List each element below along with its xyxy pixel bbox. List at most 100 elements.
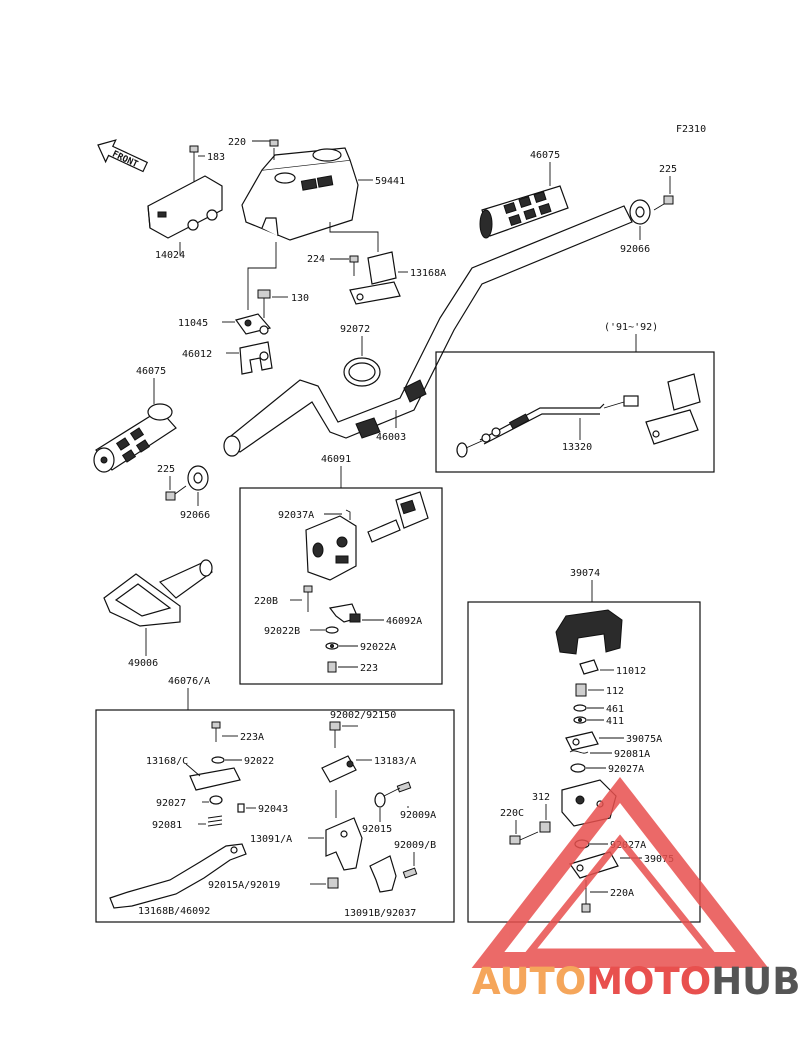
label-92072: 92072 (340, 324, 370, 335)
holder-46012 (239, 341, 273, 375)
washer-92015 (374, 792, 386, 808)
label-220C: 220C (500, 808, 524, 819)
label-46076A: 46076/A (168, 676, 210, 687)
label-461: 461 (606, 704, 624, 715)
grip-left-46075 (93, 403, 177, 473)
cover-39074 (555, 609, 623, 655)
lever-box-46076A (95, 709, 455, 923)
screw-220C (509, 831, 539, 845)
label-130: 130 (291, 293, 309, 304)
label-39075A: 39075A (626, 734, 662, 745)
label-13183A: 13183/A (374, 756, 416, 767)
label-92037A: 92037A (278, 510, 314, 521)
label-112: 112 (606, 686, 624, 697)
collar-92027A-1 (570, 763, 586, 773)
bolt-183 (189, 145, 199, 182)
label-183: 183 (207, 152, 225, 163)
screw-225-left (165, 485, 187, 501)
holder-13091A (325, 817, 363, 871)
screw-223 (327, 661, 337, 673)
cable-13320 (456, 403, 605, 458)
guard-49006 (103, 559, 213, 627)
switch-13168A (349, 251, 401, 305)
washer-11045 (235, 313, 272, 335)
washer-461 (573, 704, 587, 712)
label-13168C: 13168/C (146, 756, 188, 767)
label-92027A-1: 92027A (608, 764, 644, 775)
screw-220B (303, 585, 313, 612)
label-92081A: 92081A (614, 749, 650, 760)
label-312: 312 (532, 792, 550, 803)
year-range-label: ('91~'92) (604, 322, 658, 333)
label-220A: 220A (610, 888, 634, 899)
label-14024: 14024 (155, 250, 185, 261)
watermark-text: AUTOMOTOHUB (472, 960, 800, 1003)
nut-92015A (327, 877, 339, 889)
washer-92022 (211, 756, 225, 764)
watermark-part-hub: HUB (711, 960, 800, 1003)
nut-312 (539, 821, 551, 833)
watermark-part-moto: MOTO (586, 960, 711, 1003)
bolt-224 (349, 255, 359, 276)
label-46075-top: 46075 (530, 150, 560, 161)
label-220B: 220B (254, 596, 278, 607)
bolt-92002 (329, 721, 341, 748)
spring-92081A (569, 750, 589, 754)
label-92002: 92002/92150 (330, 710, 396, 721)
label-92022B: 92022B (264, 626, 300, 637)
label-13091A: 13091/A (250, 834, 292, 845)
bolt-112 (575, 683, 587, 697)
collar-92027 (209, 795, 223, 805)
label-92022: 92022 (244, 756, 274, 767)
spring-92081 (207, 815, 223, 827)
handlebar-46003 (223, 205, 633, 457)
label-11012: 11012 (616, 666, 646, 677)
lever-13168C (189, 767, 241, 791)
label-46075-left: 46075 (136, 366, 166, 377)
bolt-220 (269, 139, 279, 160)
lever-13168B (109, 843, 247, 909)
screw-92037A (345, 509, 351, 520)
front-arrow: FRONT (97, 139, 149, 173)
watermark-logo (471, 776, 769, 968)
clamp-92072 (343, 357, 381, 387)
label-13091B: 13091B/92037 (344, 908, 416, 919)
bracket-14024 (147, 175, 223, 239)
label-92066-left: 92066 (180, 510, 210, 521)
label-46003: 46003 (376, 432, 406, 443)
label-223: 223 (360, 663, 378, 674)
label-11045: 11045 (178, 318, 208, 329)
bracket-13183A (321, 755, 357, 783)
label-223A: 223A (240, 732, 264, 743)
label-411: 411 (606, 716, 624, 727)
switch-46091 (305, 491, 429, 581)
pin-92043 (237, 803, 245, 813)
washer-92022A (325, 642, 339, 650)
plate-39075A (565, 731, 599, 751)
label-92015: 92015 (362, 824, 392, 835)
bolt-92009B (402, 867, 418, 879)
label-13168A: 13168A (410, 268, 446, 279)
lever-46092A (328, 603, 361, 623)
label-39074: 39074 (570, 568, 600, 579)
label-220: 220 (228, 137, 246, 148)
label-225-top: 225 (659, 164, 677, 175)
label-46091: 46091 (321, 454, 351, 465)
washer-92022B (325, 626, 339, 634)
label-92009A: 92009A (400, 810, 436, 821)
lever-box-39074 (467, 601, 701, 923)
weight-92066-left (187, 465, 209, 491)
watermark-part-auto: AUTO (472, 960, 586, 1003)
label-46092A: 46092A (386, 616, 422, 627)
bolt-92009A (383, 781, 412, 797)
label-92009B: 92009/B (394, 840, 436, 851)
label-92043: 92043 (258, 804, 288, 815)
label-224: 224 (307, 254, 325, 265)
label-225-left: 225 (157, 464, 175, 475)
screw-223A (211, 721, 221, 742)
weight-92066-top (629, 199, 651, 225)
label-46012: 46012 (182, 349, 212, 360)
label-49006: 49006 (128, 658, 158, 669)
label-13168B: 13168B/46092 (138, 906, 210, 917)
bolt-130 (257, 289, 271, 318)
